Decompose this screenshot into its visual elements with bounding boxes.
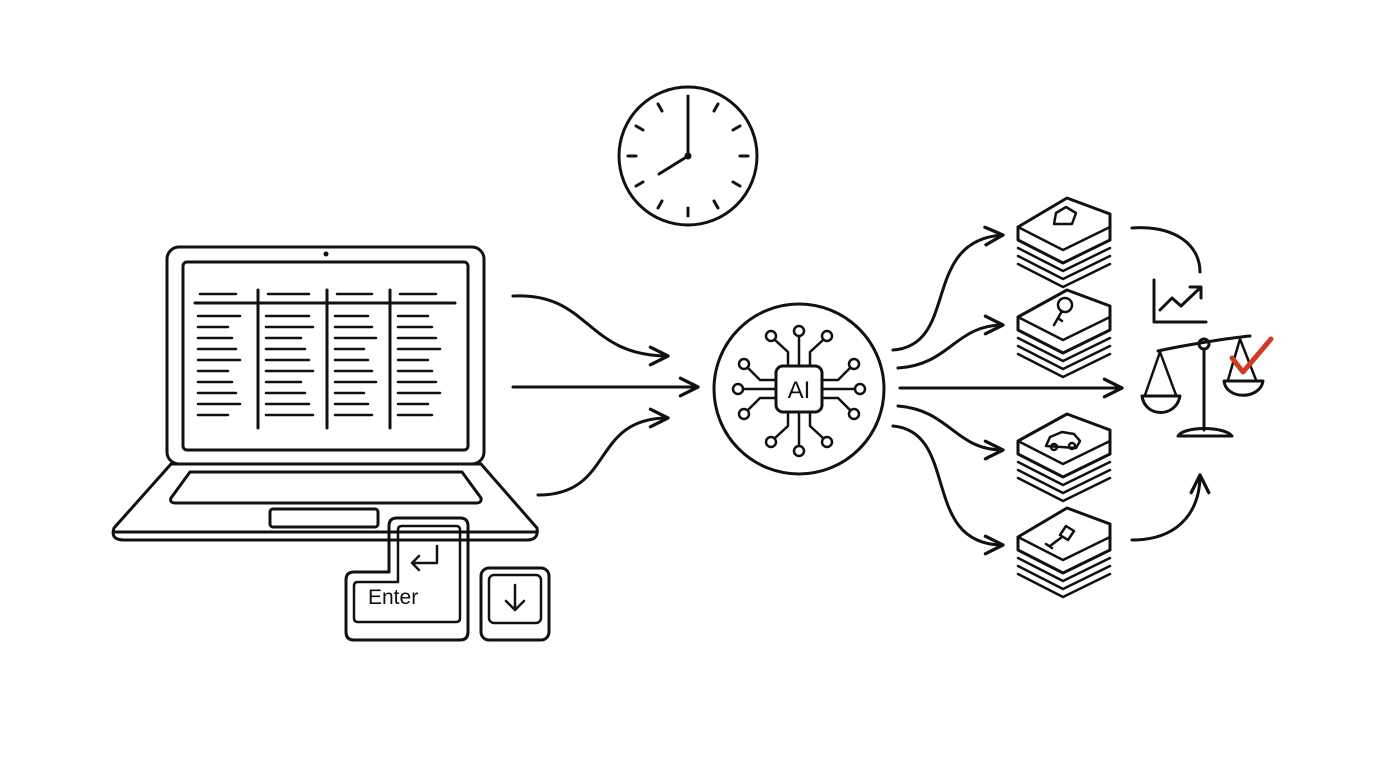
laptop-icon (111, 245, 539, 542)
key-icon (1052, 296, 1074, 327)
car-card-stack-icon (1016, 412, 1112, 503)
clock-hour-hand (657, 154, 690, 176)
input-arrow-top (511, 294, 670, 367)
enter-return-icon (410, 544, 439, 572)
result-connectors (1130, 226, 1211, 542)
clock-icon (617, 85, 759, 227)
enter-key-face (352, 524, 462, 624)
spreadsheet-cells (196, 292, 442, 417)
down-key-face (487, 573, 543, 625)
output-arrow-car (896, 404, 1005, 461)
balance-scale-icon (1140, 334, 1265, 438)
down-key-outline (479, 566, 551, 642)
enter-key-label: Enter (368, 586, 418, 609)
scale-base (1176, 427, 1234, 438)
scale-beam (1156, 334, 1252, 353)
scale-left-cords (1143, 350, 1178, 397)
ai-circuit-traces (742, 335, 856, 447)
chart-trend-line (1158, 286, 1202, 312)
ai-circuit-nodes (731, 324, 867, 458)
chart-arrow-head (1188, 285, 1203, 300)
scale-left-pan (1140, 394, 1182, 414)
bottle-icon (1044, 524, 1076, 550)
checkmark-icon (1229, 336, 1274, 375)
input-arrow-bottom (536, 407, 670, 497)
output-arrows (891, 225, 1124, 556)
house-icon (1052, 205, 1078, 226)
laptop-screen (181, 260, 470, 452)
scale-right-pan (1222, 379, 1265, 397)
ai-chip-circle (712, 302, 886, 476)
connector-bottom (1130, 473, 1211, 542)
enter-key-outline (344, 516, 470, 642)
house-card-stack-icon (1016, 196, 1112, 289)
chart-axes (1152, 278, 1208, 324)
output-arrow-key (896, 314, 1005, 370)
laptop-keyboard (169, 470, 483, 505)
trend-chart-icon (1152, 278, 1208, 324)
enter-key-icon[interactable]: Enter (344, 516, 470, 642)
ai-chip-label: AI (788, 377, 811, 404)
spreadsheet-icon (193, 288, 457, 430)
input-arrows (511, 294, 700, 497)
ai-chip-icon: AI (712, 302, 886, 476)
car-icon (1044, 430, 1082, 452)
laptop-touchpad (268, 507, 380, 529)
laptop-camera (323, 251, 329, 257)
bottle-card-stack-icon (1016, 506, 1112, 599)
key-card-stack-icon (1016, 288, 1112, 379)
connector-top (1130, 226, 1202, 274)
output-arrow-house (891, 225, 1005, 352)
output-arrow-bottle (891, 424, 1005, 556)
down-arrow-key-icon[interactable] (479, 566, 551, 642)
down-arrow-icon (504, 583, 526, 612)
